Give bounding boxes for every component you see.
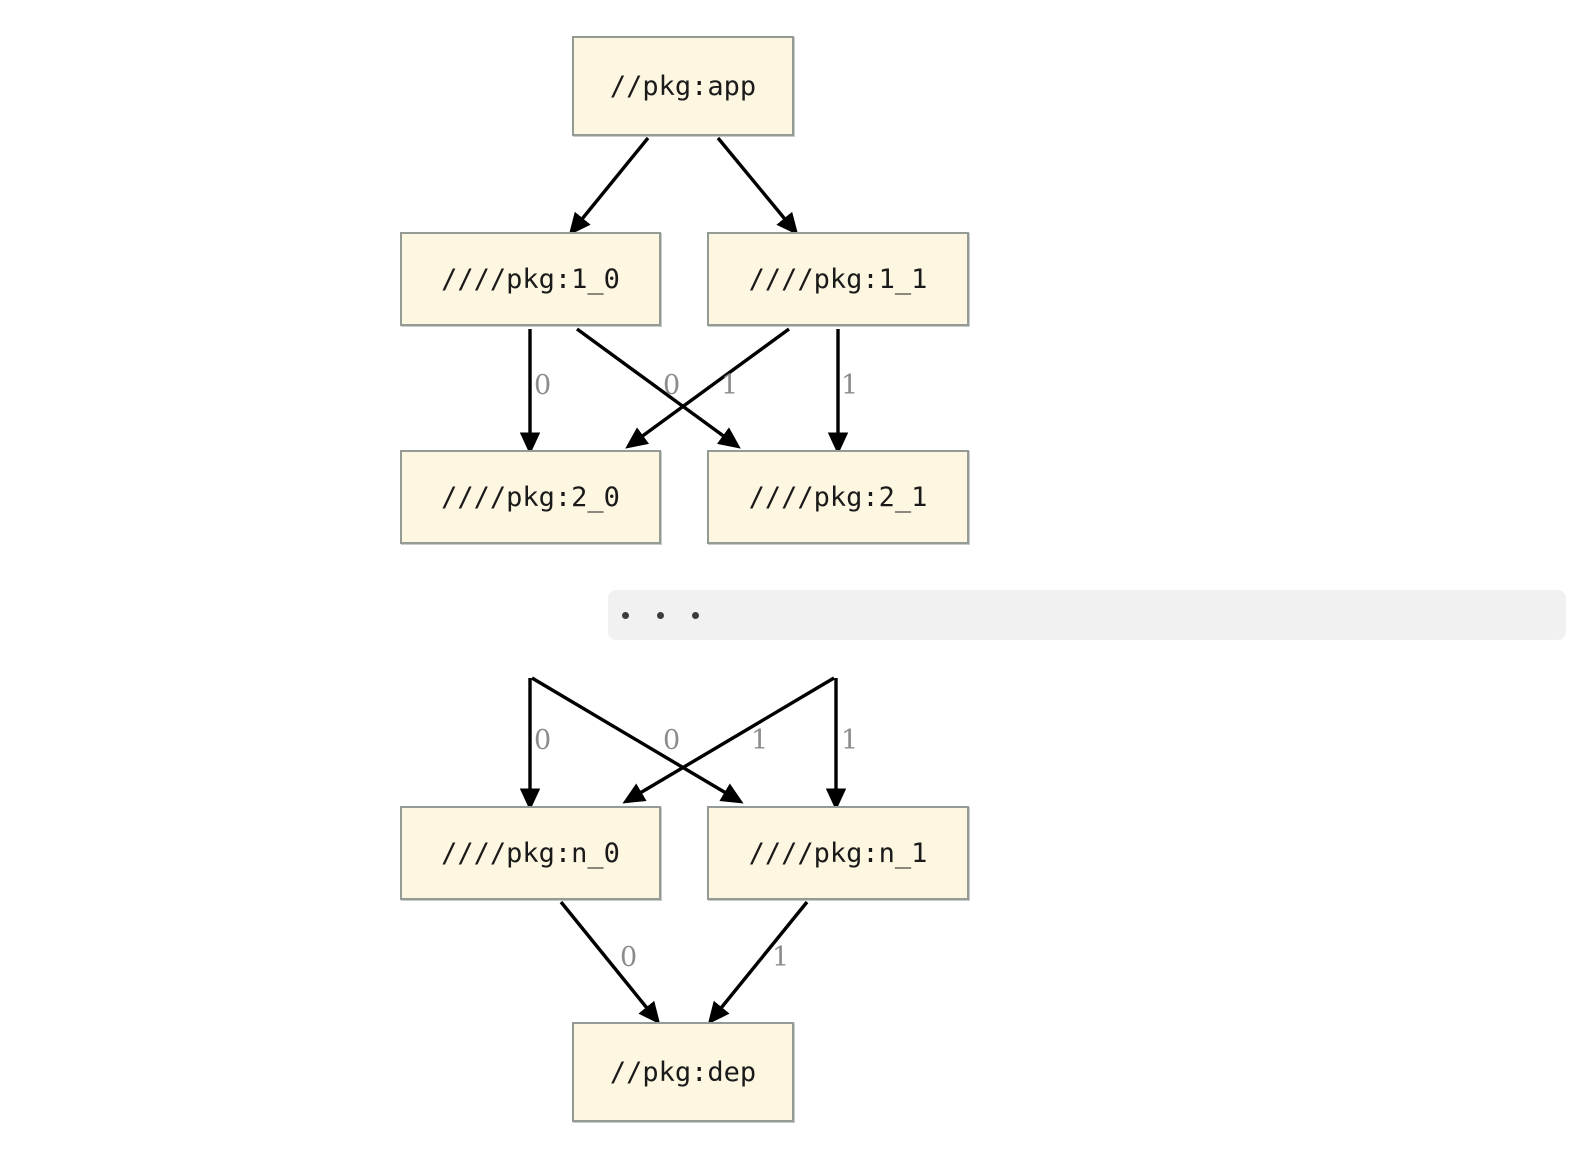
edge-label-elided-to-n_1: 1 <box>841 725 859 756</box>
node-app[interactable]: //pkg:app <box>572 36 794 136</box>
edge-label-1_1-to-2_1: 1 <box>841 370 859 401</box>
node-dep-label: //pkg:dep <box>609 1056 757 1088</box>
node-pkg-2_0[interactable]: ////pkg:2_0 <box>400 450 661 544</box>
ellipsis-icon <box>622 611 699 619</box>
elided-nodes-band <box>608 590 1566 640</box>
edge-app-to-1_1 <box>716 136 799 236</box>
node-pkg-1_0-label: ////pkg:1_0 <box>441 263 620 295</box>
edge-label-1_1-to-2_0: 0 <box>663 370 681 401</box>
node-pkg-1_1[interactable]: ////pkg:1_1 <box>707 232 969 326</box>
edge-elided-to-n_0-cross <box>622 676 835 804</box>
node-pkg-n_0[interactable]: ////pkg:n_0 <box>400 806 661 900</box>
node-pkg-n_1[interactable]: ////pkg:n_1 <box>707 806 969 900</box>
ellipsis-dot-3 <box>692 611 699 619</box>
edge-label-elided-to-n_0: 0 <box>534 725 552 756</box>
node-pkg-2_1[interactable]: ////pkg:2_1 <box>707 450 969 544</box>
edge-1_1-to-2_0 <box>625 327 791 449</box>
edge-n_1-to-dep <box>707 900 809 1025</box>
edge-label-elided-to-n_0-cross: 0 <box>663 725 681 756</box>
edge-label-elided-to-n_1-cross: 1 <box>751 725 769 756</box>
edge-label-1_0-to-2_1: 1 <box>721 370 739 401</box>
node-app-label: //pkg:app <box>609 70 757 102</box>
node-pkg-2_1-label: ////pkg:2_1 <box>748 481 928 513</box>
edge-elided-to-n_1-cross <box>531 676 744 804</box>
node-dep[interactable]: //pkg:dep <box>572 1022 794 1122</box>
edge-app-to-1_0 <box>568 136 650 236</box>
ellipsis-dot-1 <box>622 611 629 619</box>
node-pkg-n_1-label: ////pkg:n_1 <box>748 837 928 869</box>
node-pkg-1_1-label: ////pkg:1_1 <box>748 263 928 295</box>
edge-label-n_1-to-dep: 1 <box>772 942 790 973</box>
edge-label-1_0-to-2_0: 0 <box>534 370 552 401</box>
node-pkg-2_0-label: ////pkg:2_0 <box>441 481 620 513</box>
edge-1_0-to-2_1 <box>575 327 741 449</box>
node-pkg-n_0-label: ////pkg:n_0 <box>441 837 620 869</box>
edge-label-n_0-to-dep: 0 <box>620 942 638 973</box>
node-pkg-1_0[interactable]: ////pkg:1_0 <box>400 232 661 326</box>
edge-n_0-to-dep <box>559 900 661 1025</box>
ellipsis-dot-2 <box>657 611 664 619</box>
